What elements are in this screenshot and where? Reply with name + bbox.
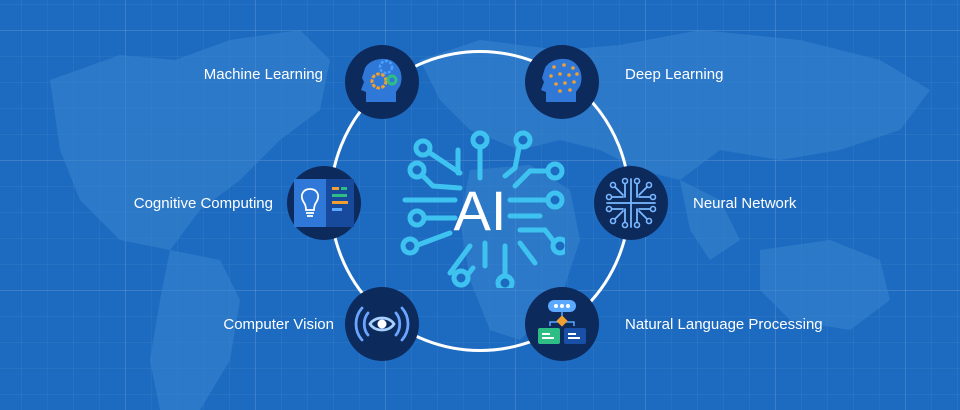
deep-learning-node[interactable] — [525, 45, 599, 119]
machine-learning-node[interactable] — [345, 45, 419, 119]
cognitive-computing-node[interactable] — [287, 166, 361, 240]
neural-network-label: Neural Network — [693, 195, 797, 212]
nlp-node[interactable] — [525, 287, 599, 361]
computer-vision-node[interactable] — [345, 287, 419, 361]
eye-waves-icon — [354, 306, 410, 342]
cognitive-computing-label: Cognitive Computing — [133, 195, 273, 212]
head-network-icon — [541, 58, 582, 102]
svg-text:AI: AI — [454, 179, 507, 242]
nlp-label: Natural Language Processing — [625, 316, 823, 333]
ai-chip-icon: AI — [400, 130, 565, 288]
chat-flowchart-icon — [538, 300, 586, 344]
head-gears-icon — [361, 58, 402, 102]
circuit-icon — [605, 177, 657, 229]
neural-network-node[interactable] — [594, 166, 668, 240]
deep-learning-label: Deep Learning — [625, 66, 724, 83]
computer-vision-label: Computer Vision — [223, 316, 334, 333]
machine-learning-label: Machine Learning — [203, 66, 323, 83]
lightbulb-panel-icon — [294, 179, 354, 227]
